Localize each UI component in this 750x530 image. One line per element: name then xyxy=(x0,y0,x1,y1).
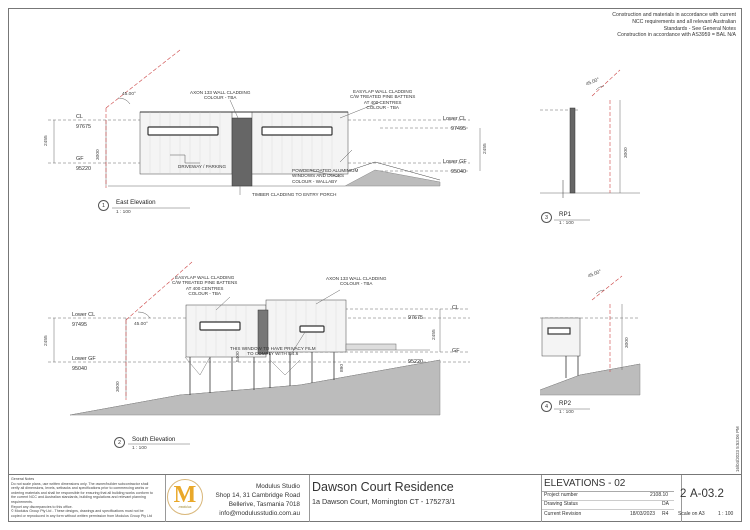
level-lower-gf-value: 95040 xyxy=(451,169,466,175)
scale-label: Scale on A3 xyxy=(678,511,705,517)
label-easylap-cladding: EASYLAP WALL CLADDING C/W TREATED PINE B… xyxy=(350,89,416,110)
sheet-revision: 2 xyxy=(680,488,687,500)
dim-5400: 5400 xyxy=(236,351,241,362)
drawing-status: DA xyxy=(662,501,669,507)
project-address: 1a Dawson Court, Mornington CT - 175273/… xyxy=(312,497,456,506)
general-notes-line: the current NCC and Australian standards… xyxy=(11,495,146,500)
level-cl-label: CL xyxy=(76,114,83,120)
studio-address-2: Bellerive, Tasmania 7018 xyxy=(228,501,300,508)
elevation-drawings xyxy=(48,49,641,445)
level-lower-gf-value: 95040 xyxy=(72,366,87,372)
sheet-info-block xyxy=(542,475,682,522)
dim-2455-right: 2455 xyxy=(483,143,488,154)
view-scale: 1 : 100 xyxy=(116,210,131,215)
dim-2455: 2455 xyxy=(44,335,49,346)
level-lower-gf-label: Lower GF xyxy=(443,159,467,165)
title-block: General Notes Do not scale plans, use wr… xyxy=(8,474,742,522)
label-axon-cladding: AXON 133 WALL CLADDING COLOUR - TBA xyxy=(326,276,387,287)
current-revision-label: Current Revision xyxy=(544,511,582,517)
level-gf-value: 95220 xyxy=(76,166,91,172)
project-number: 2108.10 xyxy=(650,492,669,498)
project-block xyxy=(310,475,542,522)
view-title: RP1 xyxy=(559,211,572,218)
drawing-status-label: Drawing Status xyxy=(544,501,578,507)
label-timber-cladding: TIMBER CLADDING TO ENTRY PORCH xyxy=(252,192,337,197)
dim-3000: 3000 xyxy=(624,147,629,158)
dim-2455-right: 2455 xyxy=(432,329,437,340)
dim-angle: 45.00° xyxy=(134,322,148,327)
studio-email: info@modulusstudio.com.au xyxy=(219,510,300,517)
sheet-title: ELEVATIONS - 02 xyxy=(544,478,626,489)
general-notes-line: Report any discrepancies to this office. xyxy=(11,504,73,509)
level-gf-value: 95220 xyxy=(408,359,423,365)
compliance-notes: Construction and materials in accordance… xyxy=(612,12,736,39)
compliance-note: NCC requirements and all relevant Austra… xyxy=(632,18,736,25)
level-lower-cl-value: 97495 xyxy=(72,322,87,328)
level-cl-value: 97675 xyxy=(408,315,423,321)
view-scale: 1 : 100 xyxy=(559,410,574,415)
compliance-note: Construction and materials in accordance… xyxy=(612,12,736,18)
studio-address-1: Shop 14, 31 Cambridge Road xyxy=(215,492,300,499)
general-notes-heading: General Notes xyxy=(11,477,35,481)
view-scale: 1 : 100 xyxy=(132,446,147,451)
level-lower-cl-value: 97495 xyxy=(451,126,466,132)
current-revision-date: 18/03/2023 xyxy=(630,511,656,517)
view-number: 2 xyxy=(114,437,125,448)
general-notes-line: copied or reproduced in any form without… xyxy=(11,513,153,518)
compliance-note: Standards - See General Notes xyxy=(663,25,736,32)
general-notes: General Notes Do not scale plans, use wr… xyxy=(8,475,166,522)
level-cl-label: CL xyxy=(452,305,459,311)
view-title: East Elevation xyxy=(116,199,156,206)
general-notes-line: ordering materials and shall be responsi… xyxy=(11,490,153,495)
level-lower-cl-label: Lower CL xyxy=(443,116,467,122)
label-axon-cladding: AXON 133 WALL CLADDING COLOUR - TBA xyxy=(190,90,251,101)
general-notes-line: verify all dimensions, levels, setbacks … xyxy=(11,486,149,491)
dim-2455: 2455 xyxy=(44,135,49,146)
level-gf-label: GF xyxy=(76,156,84,162)
view-number: 4 xyxy=(541,401,552,412)
label-privacy-film: THIS WINDOW TO HAVE PRIVACY FILM TO COMP… xyxy=(230,346,316,357)
divider xyxy=(542,500,674,501)
view-title: South Elevation xyxy=(132,436,176,443)
logo-letter: M xyxy=(173,482,197,508)
logo-wordmark: modulus xyxy=(178,505,192,509)
label-easylap-cladding: EASYLAP WALL CLADDING C/W TREATED PINE B… xyxy=(172,275,238,296)
project-title: Dawson Court Residence xyxy=(312,480,454,494)
sheet-border xyxy=(8,8,742,522)
label-powdercoated-windows: POWDERCOATED ALUMINIUM WINDOWS AND DOORS… xyxy=(292,168,359,184)
dim-3000: 3000 xyxy=(625,337,630,348)
dim-890: 890 xyxy=(340,363,345,372)
compliance-note: Construction in accordance with AS3959 =… xyxy=(617,32,736,39)
view-number: 1 xyxy=(98,200,109,211)
level-gf-label: GF xyxy=(452,348,460,354)
general-notes-line: Do not scale plans, use written dimensio… xyxy=(11,481,149,486)
level-cl-value: 97675 xyxy=(76,124,91,130)
print-timestamp: 16/04/2023 5:53:06 PM xyxy=(735,426,740,472)
project-number-label: Project number xyxy=(544,492,578,498)
divider xyxy=(542,491,674,492)
dim-3000: 3000 xyxy=(96,149,101,160)
divider xyxy=(542,509,674,510)
label-driveway: DRIVEWAY / PARKING xyxy=(178,164,227,169)
dim-angle: 45.00° xyxy=(122,92,136,97)
level-lower-cl-label: Lower CL xyxy=(72,312,96,318)
view-title: RP2 xyxy=(559,400,572,407)
sheet-number: A-03.2 xyxy=(690,488,724,500)
general-notes-line: requirements. xyxy=(11,499,33,504)
studio-name: Modulus Studio xyxy=(255,483,300,490)
dim-3000: 3000 xyxy=(116,381,121,392)
current-revision: R4 xyxy=(662,511,669,517)
studio-logo: M modulus xyxy=(167,479,203,515)
level-lower-gf-label: Lower GF xyxy=(72,356,96,362)
studio-block xyxy=(166,475,310,522)
view-number: 3 xyxy=(541,212,552,223)
scale-value: 1 : 100 xyxy=(718,511,734,517)
general-notes-line: © Modulus Group Pty Ltd - These designs,… xyxy=(11,509,144,514)
view-scale: 1 : 100 xyxy=(559,221,574,226)
